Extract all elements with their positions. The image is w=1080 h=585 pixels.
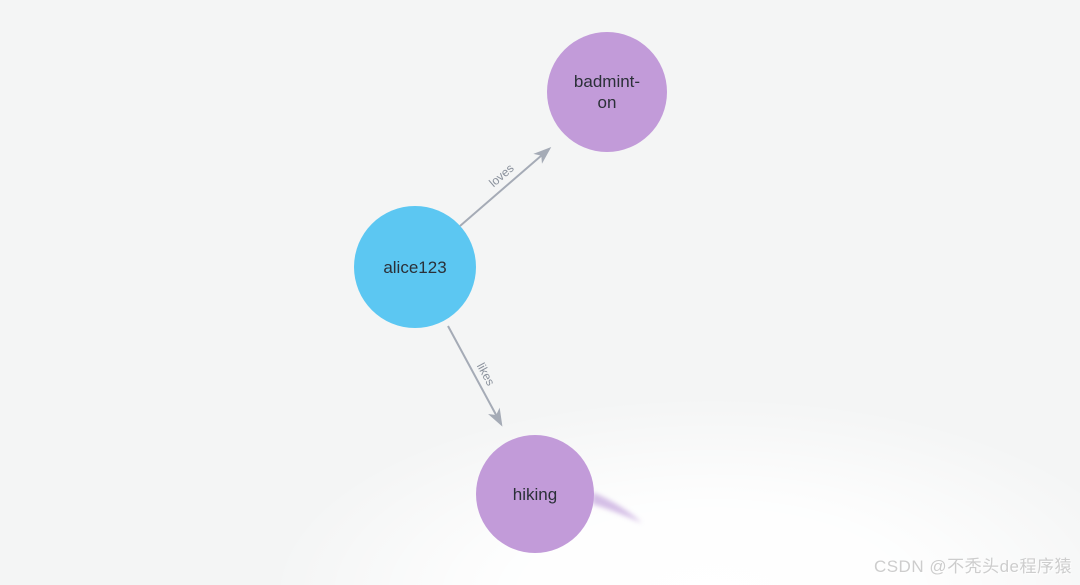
edge-likes-line[interactable]	[447, 325, 503, 427]
node-label-line2: on	[597, 93, 617, 112]
edge-loves-line[interactable]	[459, 147, 552, 227]
edge-fragment-smear	[592, 492, 642, 523]
node-label-line1: badmint-	[573, 72, 641, 91]
node-alice123[interactable]: alice123	[354, 206, 476, 328]
node-hiking[interactable]: hiking	[476, 435, 594, 553]
node-badminton[interactable]: badmint- on	[547, 32, 667, 152]
watermark-text: CSDN @不秃头de程序猿	[873, 557, 1072, 576]
node-label: hiking	[512, 484, 558, 504]
node-label: alice123	[383, 257, 447, 277]
